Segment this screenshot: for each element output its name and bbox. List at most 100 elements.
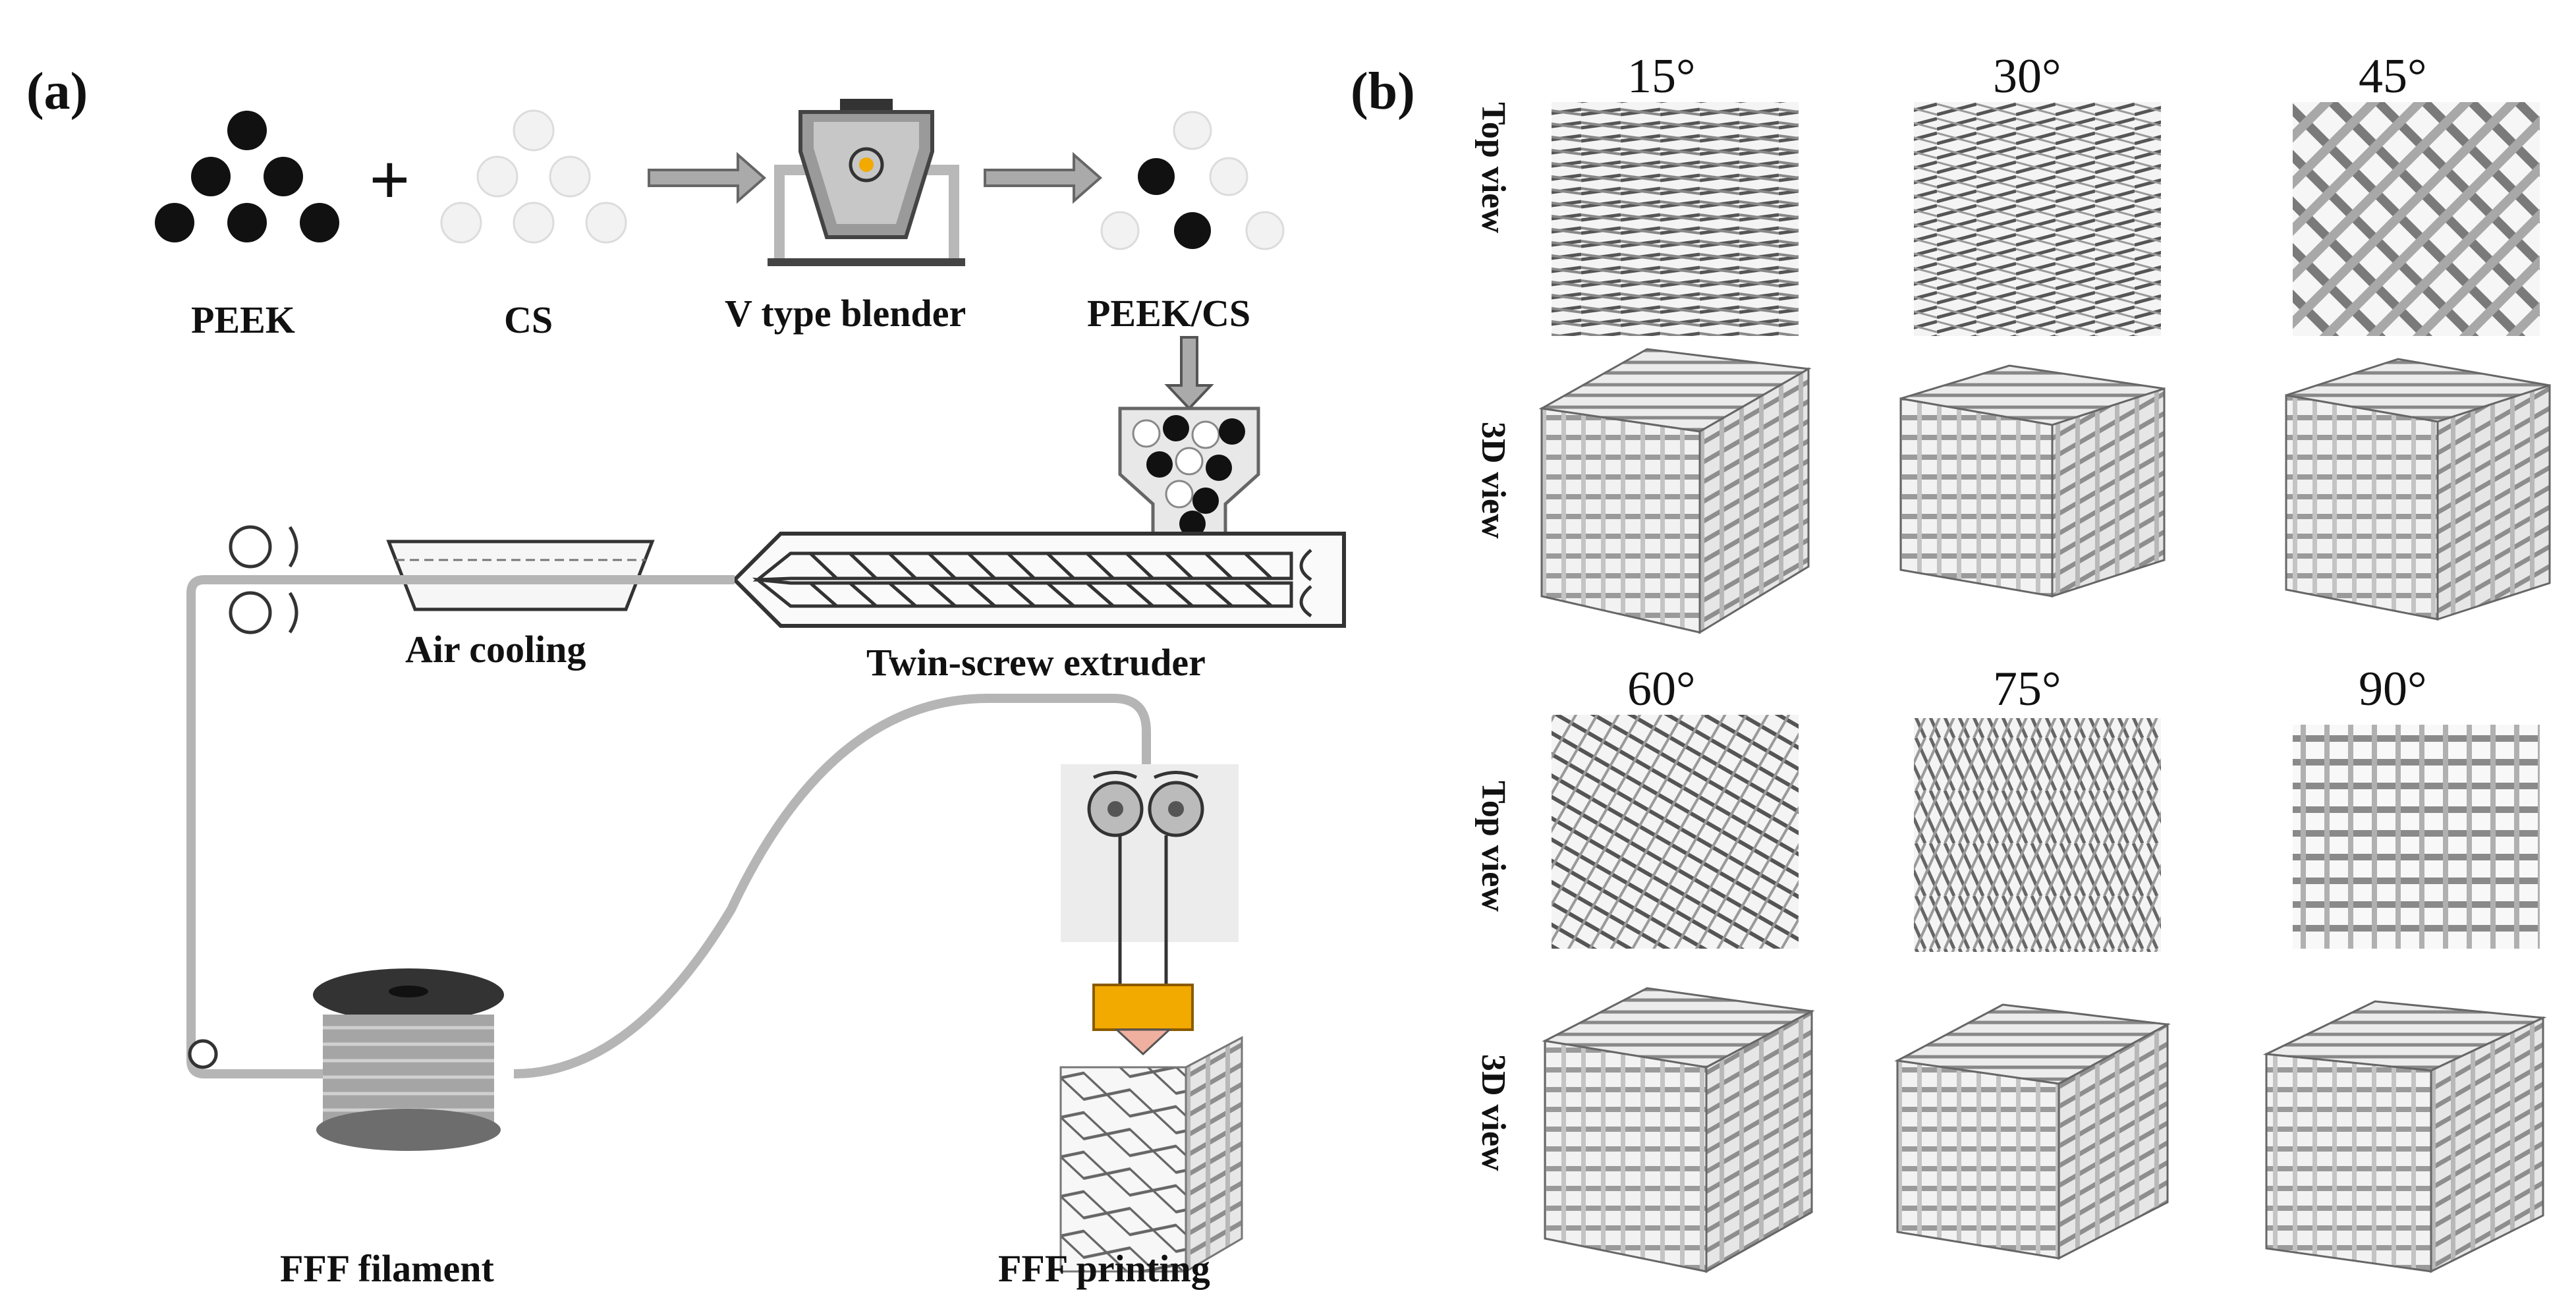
feed-gear-left-hub: [1107, 801, 1123, 817]
mix-label: PEEK/CS: [1087, 292, 1250, 335]
v-type-blender: [768, 99, 965, 266]
spool-body: [323, 1015, 494, 1127]
extruder-screw-top: [752, 551, 1293, 582]
extruder-screw-bottom: [752, 577, 1293, 608]
mixed-particle: [1209, 157, 1248, 196]
cube-side: [2436, 383, 2551, 621]
mixed-particle: [1245, 211, 1285, 250]
peek-particles: [155, 111, 339, 242]
top-view-75: [1914, 718, 2161, 952]
spool-hole: [389, 986, 428, 997]
mixed-particle: [1100, 211, 1140, 250]
cs-particle: [513, 109, 555, 152]
angle-label-75: 75°: [1993, 662, 2061, 716]
hopper-particle: [1146, 451, 1173, 478]
spool-bottom-flange: [316, 1109, 501, 1151]
arrow-down: [1164, 336, 1214, 410]
cs-particle: [513, 202, 555, 244]
angle-label-60: 60°: [1627, 662, 1696, 716]
twin-screw-extruder: [731, 532, 1346, 628]
cooling-label: Air cooling: [405, 628, 586, 671]
printing-label: FFF printing: [998, 1247, 1210, 1290]
row-label-3d-view-1: 3D view: [1474, 422, 1512, 539]
angle-label-30: 30°: [1993, 49, 2061, 103]
cube-side: [2058, 1022, 2169, 1260]
mixed-particle: [1138, 158, 1175, 195]
cube-front: [1899, 397, 2054, 598]
cs-particles: [440, 109, 627, 244]
roller-top: [229, 525, 272, 569]
cube-side: [1698, 367, 1810, 634]
blender-center: [859, 157, 874, 172]
nozzle-tip: [1114, 1028, 1172, 1056]
peek-particle: [227, 111, 267, 150]
row-label-3d-view-2: 3D view: [1474, 1054, 1512, 1171]
printed-part-side: [1185, 1036, 1243, 1273]
top-view-30: [1914, 102, 2161, 336]
cs-particle: [440, 202, 482, 244]
extruder-label: Twin-screw extruder: [866, 641, 1206, 684]
feed-guide-lines: [1118, 835, 1168, 985]
filament-to-printer: [513, 694, 1151, 1078]
blender-rotor-icon: [849, 147, 884, 182]
feed-gear-arrows: [1092, 771, 1199, 779]
feed-gear-right-hub: [1168, 801, 1184, 817]
peek-particle: [264, 157, 303, 196]
printed-part-front: [1059, 1066, 1187, 1273]
extruder-drive-icon: [1299, 549, 1312, 618]
angle-label-45: 45°: [2359, 49, 2427, 103]
plus-sign: +: [369, 140, 410, 220]
blender-label: V type blender: [725, 292, 966, 335]
cube-3d-45: [2285, 358, 2551, 621]
row-label-top-view-2: Top view: [1474, 781, 1512, 912]
arrow-right-1: [648, 152, 767, 204]
cs-particle: [585, 202, 627, 244]
blender-leg-left: [774, 165, 785, 260]
hopper-particle: [1165, 480, 1194, 509]
pulley-rollers: [188, 525, 298, 1069]
hopper-particle: [1175, 447, 1204, 476]
arrow-right-2: [984, 152, 1103, 204]
top-view-60: [1552, 715, 1799, 949]
mixed-particles: [1100, 111, 1285, 250]
filament-spool: [313, 968, 504, 1151]
cube-3d-75: [1894, 1003, 2171, 1260]
hopper-particle: [1219, 418, 1245, 445]
cube-side: [2051, 387, 2166, 598]
hopper-particle: [1192, 488, 1219, 514]
blender-base: [768, 258, 965, 266]
peek-particle: [191, 157, 231, 196]
cube-3d-30: [1899, 364, 2166, 598]
cube-3d-15: [1538, 348, 1812, 634]
top-view-90: [2293, 725, 2540, 949]
fff-printer: [1059, 764, 1243, 1273]
filament-label: FFF filament: [280, 1247, 494, 1290]
screw-flights: [809, 552, 1273, 607]
hotend-block: [1092, 984, 1194, 1031]
cube-front: [1544, 1040, 1708, 1273]
printer-feeder-panel: [1061, 764, 1239, 942]
roller-top-arrow: [288, 526, 298, 568]
cube-front: [1896, 1059, 2060, 1260]
cube-front: [2285, 394, 2439, 621]
top-view-45: [2293, 102, 2540, 336]
cube-side: [1705, 1009, 1813, 1273]
roller-bottom-arrow: [288, 592, 298, 634]
row-label-top-view-1: Top view: [1474, 102, 1512, 233]
cs-label: CS: [504, 298, 553, 341]
peek-particle: [300, 203, 339, 242]
cube-3d-90: [2262, 1000, 2547, 1273]
hopper-particle: [1132, 419, 1161, 448]
top-view-15: [1552, 102, 1799, 336]
spool-windings: [323, 1026, 494, 1112]
cs-particle: [476, 155, 518, 198]
hopper-particle: [1163, 415, 1189, 441]
cube-front: [1540, 407, 1701, 634]
cube-side: [2430, 1016, 2544, 1273]
blender-lid: [840, 99, 893, 111]
cs-particle: [549, 155, 591, 198]
filament-path: [186, 575, 735, 1078]
hopper: [1118, 406, 1260, 537]
peek-particle: [155, 203, 194, 242]
panel-a-tag: (a): [26, 63, 88, 121]
